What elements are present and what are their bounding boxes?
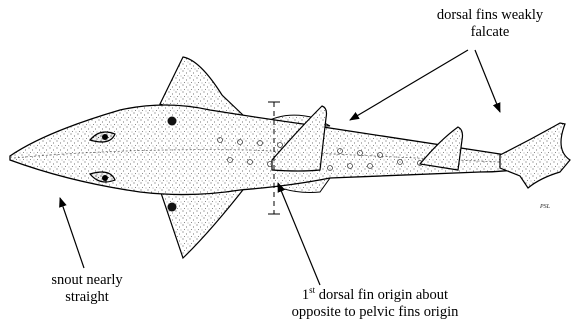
label-dorsal-origin-line1-rest: dorsal fin origin about — [315, 287, 448, 303]
artist-signature: PSL — [540, 204, 550, 210]
label-snout: snout nearly straight — [32, 272, 142, 306]
label-snout-line2: straight — [32, 289, 142, 306]
arrow-dorsal-fin-2 — [475, 50, 500, 112]
label-snout-line1: snout nearly — [32, 272, 142, 289]
label-dorsal-origin: 1st dorsal fin origin about opposite to … — [250, 287, 500, 321]
label-dorsal-fins-line1: dorsal fins weakly — [410, 7, 570, 24]
label-dorsal-origin-line1: 1st dorsal fin origin about — [250, 287, 500, 304]
label-dorsal-fins: dorsal fins weakly falcate — [410, 7, 570, 41]
arrow-snout — [60, 198, 84, 268]
arrow-dorsal-fin-1 — [350, 50, 468, 120]
arrow-dorsal-origin — [278, 183, 320, 285]
label-dorsal-fins-line2: falcate — [410, 24, 570, 41]
caudal-fin — [500, 123, 570, 188]
label-dorsal-origin-line2: opposite to pelvic fins origin — [250, 304, 500, 321]
